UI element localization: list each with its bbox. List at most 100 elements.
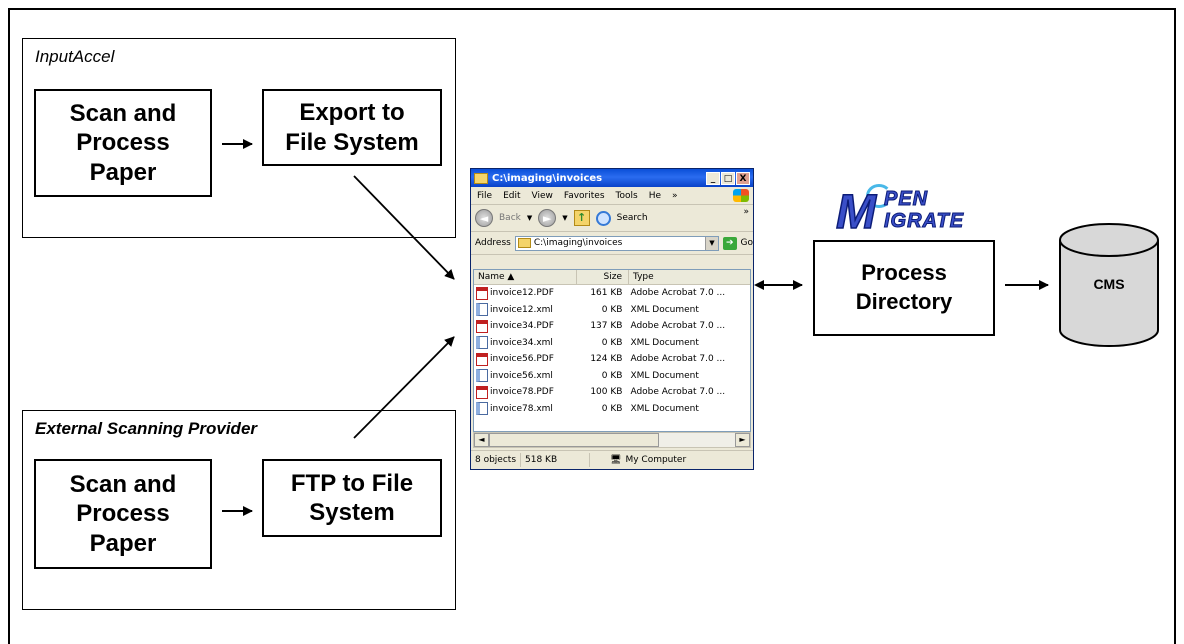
logo-letter-m: M — [835, 185, 876, 240]
file-name-cell: invoice78.PDF — [474, 385, 577, 399]
outer-frame — [8, 8, 1176, 644]
scroll-left-icon[interactable]: ◄ — [474, 433, 489, 447]
back-label[interactable]: Back — [499, 213, 521, 223]
back-dropdown-icon[interactable]: ▼ — [526, 214, 533, 222]
explorer-titlebar: C:\imaging\invoices _ □ X — [471, 169, 753, 187]
scroll-thumb[interactable] — [489, 433, 659, 447]
logo-ring-icon — [866, 184, 892, 208]
pdf-file-icon — [476, 319, 488, 333]
status-location: My Computer — [625, 455, 687, 465]
menu-edit[interactable]: Edit — [503, 190, 521, 201]
column-name[interactable]: Name ▲ — [474, 270, 577, 284]
file-name: invoice34.xml — [490, 337, 553, 348]
forward-arrow-icon[interactable]: ► — [538, 209, 557, 227]
address-dropdown-icon[interactable]: ▼ — [704, 236, 718, 250]
file-size: 0 KB — [601, 337, 623, 348]
logo-word-pen: PEN — [883, 188, 929, 211]
file-name-cell: invoice56.xml — [474, 369, 577, 383]
file-name: invoice56.PDF — [490, 354, 554, 365]
inputaccel-scan-box: Scan and Process Paper — [34, 89, 212, 197]
file-name-cell: invoice56.PDF — [474, 352, 577, 366]
export-box: Export to File System — [262, 89, 442, 166]
pdf-file-icon — [476, 286, 488, 300]
search-label[interactable]: Search — [616, 213, 648, 223]
column-size[interactable]: Size — [577, 270, 629, 284]
menu-bar: File Edit View Favorites Tools He » — [471, 187, 753, 205]
file-type: XML Document — [630, 403, 699, 414]
file-type: XML Document — [630, 337, 699, 348]
minimize-button[interactable]: _ — [706, 171, 720, 185]
menu-file[interactable]: File — [477, 190, 493, 201]
file-row[interactable]: invoice56.xml 0 KB XML Document — [474, 368, 750, 385]
file-name-cell: invoice78.xml — [474, 402, 577, 416]
back-arrow-icon[interactable]: ◄ — [475, 209, 493, 227]
xml-file-icon — [476, 303, 488, 317]
go-label[interactable]: Go — [740, 238, 753, 248]
menu-overflow[interactable]: » — [672, 190, 678, 201]
address-value: C:\imaging\invoices — [533, 238, 623, 248]
forward-dropdown-icon[interactable]: ▼ — [562, 214, 568, 222]
file-row[interactable]: invoice34.PDF 137 KB Adobe Acrobat 7.0 ... — [474, 318, 750, 335]
file-size: 0 KB — [601, 403, 623, 414]
file-name-cell: invoice34.xml — [474, 336, 577, 350]
status-objects: 8 objects — [471, 453, 522, 467]
xml-file-icon — [476, 369, 488, 383]
file-type: XML Document — [630, 370, 699, 381]
address-label: Address — [475, 238, 511, 248]
menu-favorites[interactable]: Favorites — [563, 190, 605, 201]
address-field[interactable]: C:\imaging\invoices ▼ — [514, 235, 719, 251]
folder-icon — [474, 172, 488, 184]
file-type: Adobe Acrobat 7.0 ... — [630, 321, 726, 332]
file-name: invoice78.PDF — [490, 387, 554, 398]
file-name: invoice12.xml — [490, 304, 553, 315]
file-row[interactable]: invoice34.xml 0 KB XML Document — [474, 335, 750, 352]
up-folder-icon[interactable]: ↑ — [573, 210, 590, 226]
file-name: invoice12.PDF — [490, 288, 554, 299]
file-size: 137 KB — [590, 321, 623, 332]
close-button[interactable]: X — [736, 171, 750, 185]
pdf-file-icon — [476, 385, 488, 399]
search-icon[interactable] — [595, 210, 611, 226]
arrow-export-to-folder — [353, 175, 455, 280]
folder-icon — [517, 238, 531, 248]
logo-word-igrate: IGRATE — [883, 210, 965, 233]
status-bar: 8 objects 518 KB 🖥 My Computer — [471, 450, 753, 469]
maximize-button[interactable]: □ — [721, 171, 735, 185]
cms-cylinder-icon — [1059, 223, 1159, 347]
file-name: invoice56.xml — [490, 370, 553, 381]
file-size: 100 KB — [590, 387, 623, 398]
arrow-ftp-to-folder — [353, 336, 455, 439]
menu-help[interactable]: He — [648, 190, 661, 201]
toolbar-overflow[interactable]: » — [743, 207, 749, 217]
file-size: 0 KB — [601, 370, 623, 381]
column-type[interactable]: Type — [633, 272, 654, 282]
file-name-cell: invoice12.PDF — [474, 286, 577, 300]
process-directory-box: Process Directory — [813, 240, 995, 336]
file-name-cell: invoice34.PDF — [474, 319, 577, 333]
file-row[interactable]: invoice12.xml 0 KB XML Document — [474, 302, 750, 319]
ftp-box: FTP to File System — [262, 459, 442, 537]
scroll-right-icon[interactable]: ► — [735, 433, 750, 447]
horizontal-scrollbar[interactable]: ◄ ► — [473, 432, 751, 448]
cms-label: CMS — [1093, 276, 1125, 292]
menu-view[interactable]: View — [531, 190, 553, 201]
my-computer-icon: 🖥 — [610, 455, 622, 465]
file-row[interactable]: invoice78.xml 0 KB XML Document — [474, 401, 750, 418]
xml-file-icon — [476, 336, 488, 350]
menu-tools[interactable]: Tools — [615, 190, 638, 201]
file-size: 124 KB — [590, 354, 623, 365]
external-provider-label: External Scanning Provider — [35, 419, 258, 438]
file-type: Adobe Acrobat 7.0 ... — [630, 288, 726, 299]
explorer-window: C:\imaging\invoices _ □ X File Edit View… — [470, 168, 754, 470]
file-size: 0 KB — [601, 304, 623, 315]
go-arrow-icon[interactable]: ➔ — [722, 236, 737, 250]
openmigrate-logo: M PEN IGRATE — [835, 184, 976, 240]
file-type: XML Document — [630, 304, 699, 315]
